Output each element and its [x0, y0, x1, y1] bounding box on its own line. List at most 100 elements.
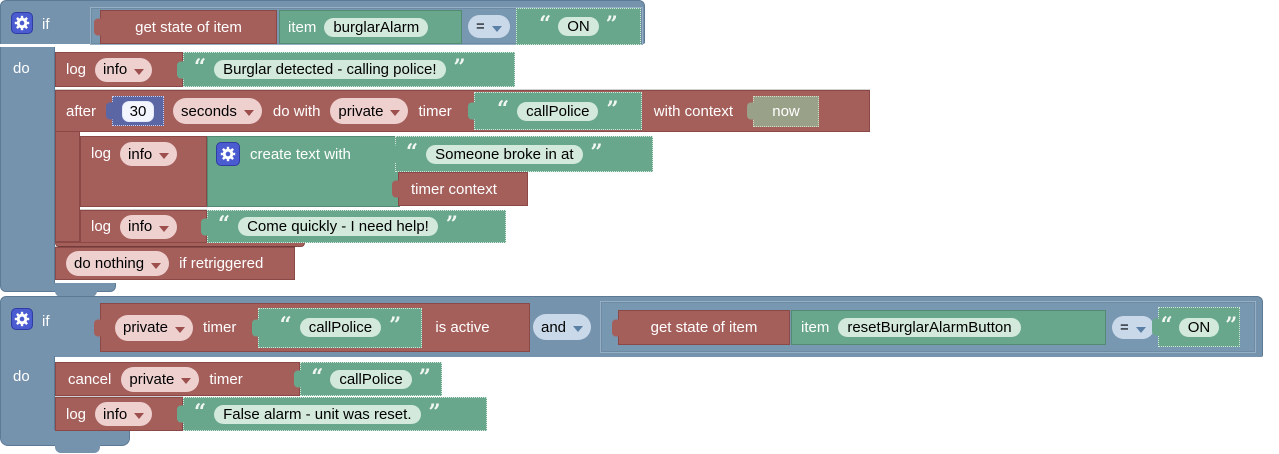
text-field[interactable]: Someone broke in at [426, 144, 583, 164]
dropdown-arrow-icon [491, 25, 502, 32]
close-quote-icon: ” [418, 363, 431, 389]
timer-name-field[interactable]: callPolice [517, 101, 599, 121]
log-block[interactable]: log info [55, 52, 183, 87]
log-block[interactable]: log info [55, 397, 183, 431]
mutator-gear-icon[interactable] [11, 12, 33, 34]
if-block-bottom-tab [55, 445, 100, 453]
timer-scope-dropdown[interactable]: private [330, 98, 409, 124]
timer-name-field[interactable]: callPolice [299, 318, 382, 337]
timer-label: timer [203, 319, 237, 336]
text-value-block[interactable]: “ callPolice ” [294, 362, 442, 396]
timer-scope-dropdown[interactable]: private [115, 314, 194, 341]
number-block[interactable]: 30 [106, 96, 165, 126]
rule-block-false-alarm: if private timer “ callPolice ” is activ… [0, 296, 1279, 454]
close-quote-icon: ” [445, 211, 458, 236]
text-field[interactable]: ON [558, 17, 599, 36]
do-with-label: do with [272, 102, 321, 120]
timer-label: timer [418, 102, 452, 120]
dropdown-arrow-icon [1135, 326, 1146, 333]
dropdown-arrow-icon [390, 110, 401, 116]
after-timer-block-header[interactable]: after 30 seconds do with private timer “… [55, 90, 870, 132]
puzzle-tab [177, 61, 185, 78]
text-field[interactable]: False alarm - unit was reset. [214, 404, 421, 424]
close-quote-icon: ” [389, 312, 402, 337]
text-value-block[interactable]: “ ON ” [1152, 307, 1240, 347]
is-active-label: is active [435, 319, 490, 336]
log-level-dropdown[interactable]: info [120, 142, 178, 166]
now-block[interactable]: now [747, 95, 820, 127]
puzzle-tab [392, 180, 400, 198]
text-value-block[interactable]: “ Come quickly - I need help! ” [201, 210, 506, 243]
operator-dropdown[interactable]: = [468, 15, 510, 38]
number-field[interactable]: 30 [121, 100, 155, 122]
log-level-dropdown[interactable]: info [120, 214, 178, 239]
timer-name-field[interactable]: callPolice [330, 369, 412, 389]
get-state-label: get state of item [650, 319, 758, 336]
mutator-gear-icon[interactable] [11, 308, 33, 330]
dropdown-arrow-icon [134, 68, 145, 75]
get-state-of-item-block[interactable]: get state of item [612, 310, 790, 345]
text-value-block[interactable]: “ callPolice ” [467, 92, 642, 130]
puzzle-tab [177, 405, 185, 423]
text-value-block[interactable]: “ False alarm - unit was reset. ” [177, 397, 487, 431]
after-label: after [66, 102, 97, 120]
close-quote-icon: ” [1225, 311, 1238, 337]
puzzle-tab [94, 319, 102, 336]
item-name-field[interactable]: burglarAlarm [324, 17, 429, 37]
rule-block-burglar-alarm: if get state of item item burglarAlarm =… [0, 0, 870, 297]
if-label: if [42, 313, 50, 330]
open-quote-icon: “ [279, 312, 292, 337]
text-field[interactable]: Come quickly - I need help! [238, 217, 438, 236]
if-block-spine[interactable] [0, 47, 55, 283]
timer-context-block[interactable]: timer context [392, 172, 528, 206]
if-block-footer[interactable] [0, 430, 130, 446]
item-label: item [288, 18, 317, 36]
item-block[interactable]: item resetBurglarAlarmButton [791, 310, 1106, 345]
dropdown-arrow-icon [181, 378, 192, 384]
operator-dropdown[interactable]: = [1112, 316, 1154, 339]
text-field[interactable]: Burglar detected - calling police! [214, 60, 446, 79]
create-text-block-second-row[interactable] [207, 171, 400, 207]
puzzle-tab [294, 370, 302, 388]
log-level-dropdown[interactable]: info [95, 402, 153, 426]
text-value-block[interactable]: “ callPolice ” [252, 307, 423, 348]
cancel-timer-block[interactable]: cancel private timer [55, 362, 300, 396]
operator-value: = [1120, 319, 1129, 336]
text-value-block[interactable]: “ Someone broke in at ” [389, 136, 653, 172]
text-field[interactable]: ON [1178, 317, 1220, 337]
if-block-spine[interactable] [0, 356, 55, 431]
log-label: log [91, 145, 112, 162]
mutator-gear-icon[interactable] [216, 142, 240, 166]
get-state-label: get state of item [135, 18, 242, 36]
puzzle-tab [94, 18, 102, 36]
puzzle-tab [389, 145, 397, 163]
retrigger-policy-block[interactable]: do nothing if retriggered [55, 247, 295, 280]
timer-is-active-block[interactable]: private timer “ callPolice ” is active [94, 303, 530, 352]
close-quote-icon: ” [428, 398, 441, 424]
close-quote-icon: ” [606, 95, 619, 121]
log-level-dropdown[interactable]: info [95, 57, 153, 82]
log-label: log [66, 61, 87, 78]
log-block[interactable]: log info [80, 210, 207, 243]
timer-label: timer [209, 370, 243, 388]
puzzle-tab [747, 102, 756, 120]
if-block-bottom-tab [55, 291, 97, 297]
log-level-value: info [103, 405, 128, 423]
close-quote-icon: ” [453, 54, 466, 79]
text-value-block[interactable]: “ ON ” [516, 8, 641, 45]
item-block[interactable]: item burglarAlarm [279, 10, 462, 44]
time-unit-dropdown[interactable]: seconds [173, 98, 262, 124]
open-quote-icon: “ [406, 138, 419, 164]
item-name-field[interactable]: resetBurglarAlarmButton [838, 318, 1021, 337]
dropdown-arrow-icon [134, 413, 145, 419]
logic-operator-dropdown[interactable]: and [533, 314, 592, 340]
open-quote-icon: “ [539, 11, 552, 36]
log-level-value: info [128, 218, 153, 235]
text-value-block[interactable]: “ Burglar detected - calling police! ” [177, 52, 515, 87]
cancel-label: cancel [68, 370, 112, 388]
get-state-of-item-block[interactable]: get state of item [94, 10, 277, 44]
timer-scope-dropdown[interactable]: private [121, 366, 200, 392]
log-block[interactable]: log info [80, 136, 207, 207]
dropdown-arrow-icon [159, 153, 170, 159]
retrigger-action-dropdown[interactable]: do nothing [66, 251, 170, 276]
